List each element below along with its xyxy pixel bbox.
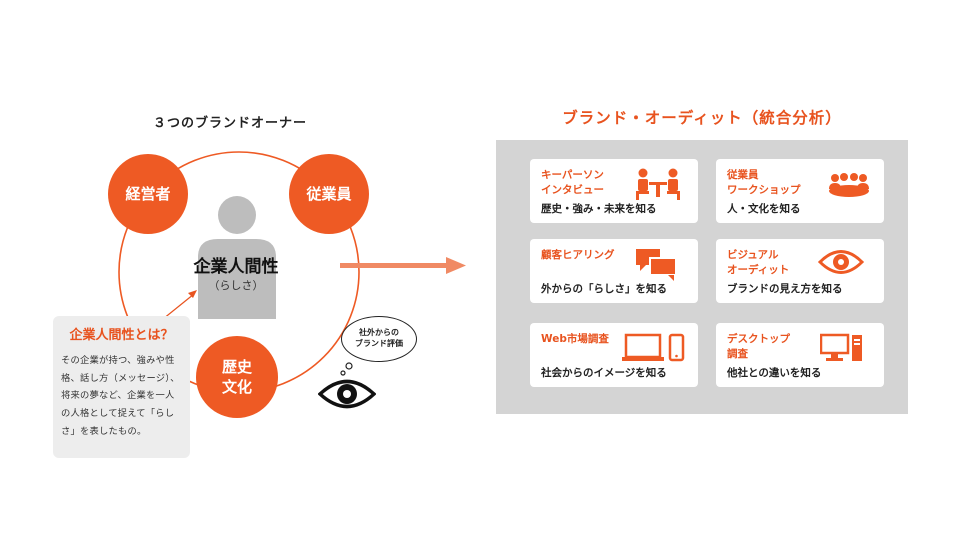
card-title: デスクトップ 調査 <box>727 333 790 361</box>
eye-icon <box>818 250 864 274</box>
card-customer-hearing: 顧客ヒアリング 外からの「らしさ」を知る <box>530 239 698 303</box>
card-web-market-research: Web市場調査 社会からのイメージを知る <box>530 323 698 387</box>
card-desc: 歴史・強み・未来を知る <box>541 203 657 215</box>
speech-bubbles-icon <box>636 249 677 281</box>
corporate-personality-title: 企業人間性 <box>193 257 279 277</box>
card-desc: 外からの「らしさ」を知る <box>541 283 667 295</box>
workshop-icon <box>829 173 869 197</box>
person-icon <box>198 196 276 319</box>
eye-icon <box>318 379 376 409</box>
card-desktop-research: デスクトップ 調査 他社との違いを知る <box>716 323 884 387</box>
card-desc: 他社との違いを知る <box>727 367 822 379</box>
card-desc: ブランドの見え方を知る <box>727 283 843 295</box>
card-desc: 人・文化を知る <box>727 203 801 215</box>
card-desc: 社会からのイメージを知る <box>541 367 667 379</box>
corporate-personality-subtitle: （らしさ） <box>208 279 264 292</box>
card-title: 顧客ヒアリング <box>541 249 615 261</box>
owner-employees: 従業員 <box>289 154 369 234</box>
laptop-phone-icon <box>622 333 685 362</box>
card-visual-audit: ビジュアル オーディット ブランドの見え方を知る <box>716 239 884 303</box>
owner-history-culture: 歴史 文化 <box>196 336 278 418</box>
interview-icon <box>636 168 680 200</box>
brand-owners-title: ３つのブランドオーナー <box>152 116 307 131</box>
brand-audit-title: ブランド・オーディット（統合分析） <box>562 109 842 127</box>
desktop-computer-icon <box>820 333 862 361</box>
owner-executives: 経営者 <box>108 154 188 234</box>
external-evaluation-bubble: 社外からの ブランド評価 <box>341 316 417 362</box>
definition-body: その企業が持つ、強みや性格、話し方（メッセージ）、将来の夢など、企業を一人の人格… <box>61 355 180 437</box>
flow-arrow <box>340 257 466 274</box>
card-title: Web市場調査 <box>541 333 609 345</box>
card-title: キーパーソン インタビュー <box>541 169 604 197</box>
external-evaluation-label: 社外からの ブランド評価 <box>355 328 403 348</box>
card-title: 従業員 ワークショップ <box>727 169 801 197</box>
card-title: ビジュアル オーディット <box>727 249 790 277</box>
card-keyperson-interview: キーパーソン インタビュー 歴史・強み・未来を知る <box>530 159 698 223</box>
owner-history-culture-label: 歴史 文化 <box>221 357 252 396</box>
definition-box: 企業人間性とは？ その企業が持つ、強みや性格、話し方（メッセージ）、将来の夢など… <box>53 316 190 458</box>
card-employee-workshop: 従業員 ワークショップ 人・文化を知る <box>716 159 884 223</box>
definition-title: 企業人間性とは？ <box>69 328 174 343</box>
